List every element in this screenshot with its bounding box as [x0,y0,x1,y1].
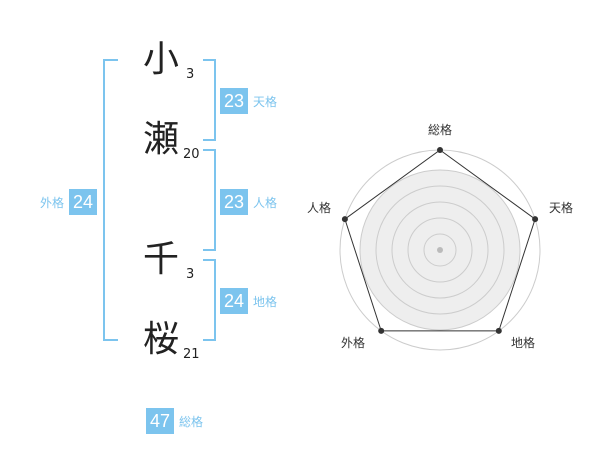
radar-axis-label-jinkaku: 人格 [307,200,331,215]
name-char-4: 桜 [143,319,180,360]
radar-point-1 [437,147,443,153]
radar-axis-label-soukaku: 総格 [428,122,452,137]
tenkaku-value: 23 [220,88,248,114]
radar-ring-3 [391,201,489,299]
radar-axis-label-chikaku: 地格 [511,335,535,350]
radar-point-5 [341,216,348,223]
radar-center-dot [437,247,443,253]
jinkaku-bracket [203,149,216,251]
soukaku-value: 47 [146,408,174,434]
chikaku-label: 地格 [253,294,278,309]
name-char-2: 瀬 [143,119,180,160]
gaikaku-label: 外格 [40,195,65,210]
stroke-count-4: 21 [183,347,200,362]
name-char-3: 千 [143,239,180,280]
jinkaku-value: 23 [220,189,248,215]
radar-point-4 [378,327,385,334]
radar-axis-label-tenkaku: 天格 [549,200,573,215]
chikaku-value: 24 [220,288,248,314]
gaikaku-bracket [103,59,118,341]
radar-series-polygon [344,149,536,332]
gaikaku-badge: 外格 24 [40,189,98,215]
stroke-count-2: 20 [183,147,200,162]
tenkaku-label: 天格 [253,94,278,109]
chikaku-badge: 24 地格 [220,288,277,314]
radar-point-2 [532,216,539,223]
chikaku-bracket [203,259,216,341]
jinkaku-badge: 23 人格 [220,189,277,215]
jinkaku-label: 人格 [253,195,278,210]
soukaku-label: 総格 [179,414,204,429]
soukaku-badge: 47 総格 [146,408,203,434]
tenkaku-bracket [203,59,216,141]
gaikaku-value: 24 [69,189,98,215]
stroke-count-1: 3 [186,67,195,82]
radar-ring-1 [423,233,457,267]
stroke-count-3: 3 [186,267,195,282]
name-char-1: 小 [143,39,180,80]
radar-ring-2 [407,217,473,283]
radar-ring-4 [375,185,505,315]
radar-point-3 [495,327,502,334]
tenkaku-badge: 23 天格 [220,88,277,114]
radar-axis-label-gaikaku: 外格 [341,335,365,350]
